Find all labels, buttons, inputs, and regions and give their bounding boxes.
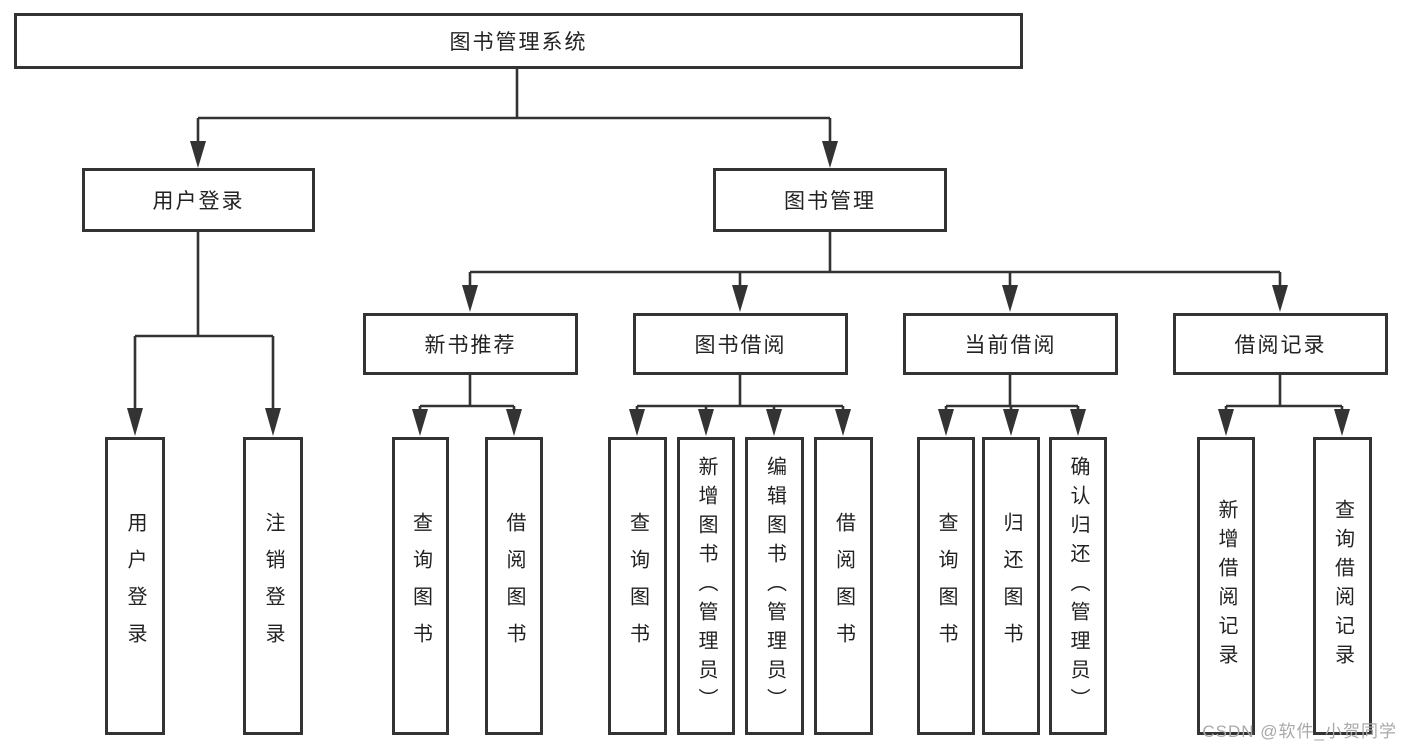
connector-book-borrow	[635, 375, 845, 412]
leaf-label: 查询图书	[935, 512, 957, 660]
node-label: 图书管理系统	[449, 31, 588, 54]
leaf-label: 归还图书	[1000, 512, 1022, 660]
leaf-label: 用户登录	[124, 512, 146, 660]
connector-root	[196, 69, 832, 146]
node-new-book-recommend: 新书推荐	[363, 313, 578, 375]
csdn-watermark: CSDN @软件_小贺同学	[1202, 722, 1397, 741]
leaf-return-books: 归还图书	[982, 437, 1040, 735]
leaf-user-login: 用户登录	[105, 437, 165, 735]
leaf-label: 借阅图书	[503, 512, 525, 660]
connector-current-borrow	[944, 375, 1080, 412]
leaf-borrow-books: 借阅图书	[814, 437, 873, 735]
node-label: 图书借阅	[694, 334, 787, 357]
leaf-label: 确认归还（管理员）	[1067, 455, 1089, 717]
node-current-borrow: 当前借阅	[903, 313, 1118, 375]
node-label: 借阅记录	[1234, 334, 1327, 357]
leaf-edit-books-admin: 编辑图书（管理员）	[745, 437, 804, 735]
connector-new-book-recommend	[418, 375, 516, 412]
node-label: 当前借阅	[964, 334, 1057, 357]
leaf-query-books: 查询图书	[392, 437, 449, 735]
node-borrow-records: 借阅记录	[1173, 313, 1388, 375]
leaf-add-books-admin: 新增图书（管理员）	[677, 437, 735, 735]
node-library-management-system: 图书管理系统	[14, 13, 1023, 69]
leaf-logout: 注销登录	[243, 437, 303, 735]
node-label: 用户登录	[152, 190, 245, 213]
leaf-query-books: 查询图书	[608, 437, 667, 735]
leaf-label: 查询借阅记录	[1331, 499, 1354, 673]
leaf-label: 编辑图书（管理员）	[763, 455, 786, 717]
node-label: 新书推荐	[424, 334, 517, 357]
leaf-label: 借阅图书	[832, 512, 855, 660]
connector-user-login	[133, 232, 275, 411]
leaf-confirm-return-admin: 确认归还（管理员）	[1049, 437, 1107, 735]
leaf-query-borrow-record: 查询借阅记录	[1313, 437, 1372, 735]
leaf-query-books: 查询图书	[917, 437, 975, 735]
leaf-label: 新增借阅记录	[1215, 499, 1237, 673]
node-book-management: 图书管理	[713, 168, 947, 232]
leaf-label: 查询图书	[626, 512, 649, 660]
connector-book-management	[468, 232, 1282, 288]
leaf-borrow-books: 借阅图书	[485, 437, 543, 735]
leaf-label: 新增图书（管理员）	[695, 455, 717, 717]
leaf-label: 查询图书	[409, 512, 432, 660]
node-user-login: 用户登录	[82, 168, 315, 232]
node-label: 图书管理	[784, 190, 876, 213]
arrowheads	[127, 141, 1350, 436]
leaf-add-borrow-record: 新增借阅记录	[1197, 437, 1255, 735]
leaf-label: 注销登录	[262, 512, 284, 660]
node-book-borrow: 图书借阅	[633, 313, 848, 375]
connector-borrow-records	[1224, 375, 1344, 412]
